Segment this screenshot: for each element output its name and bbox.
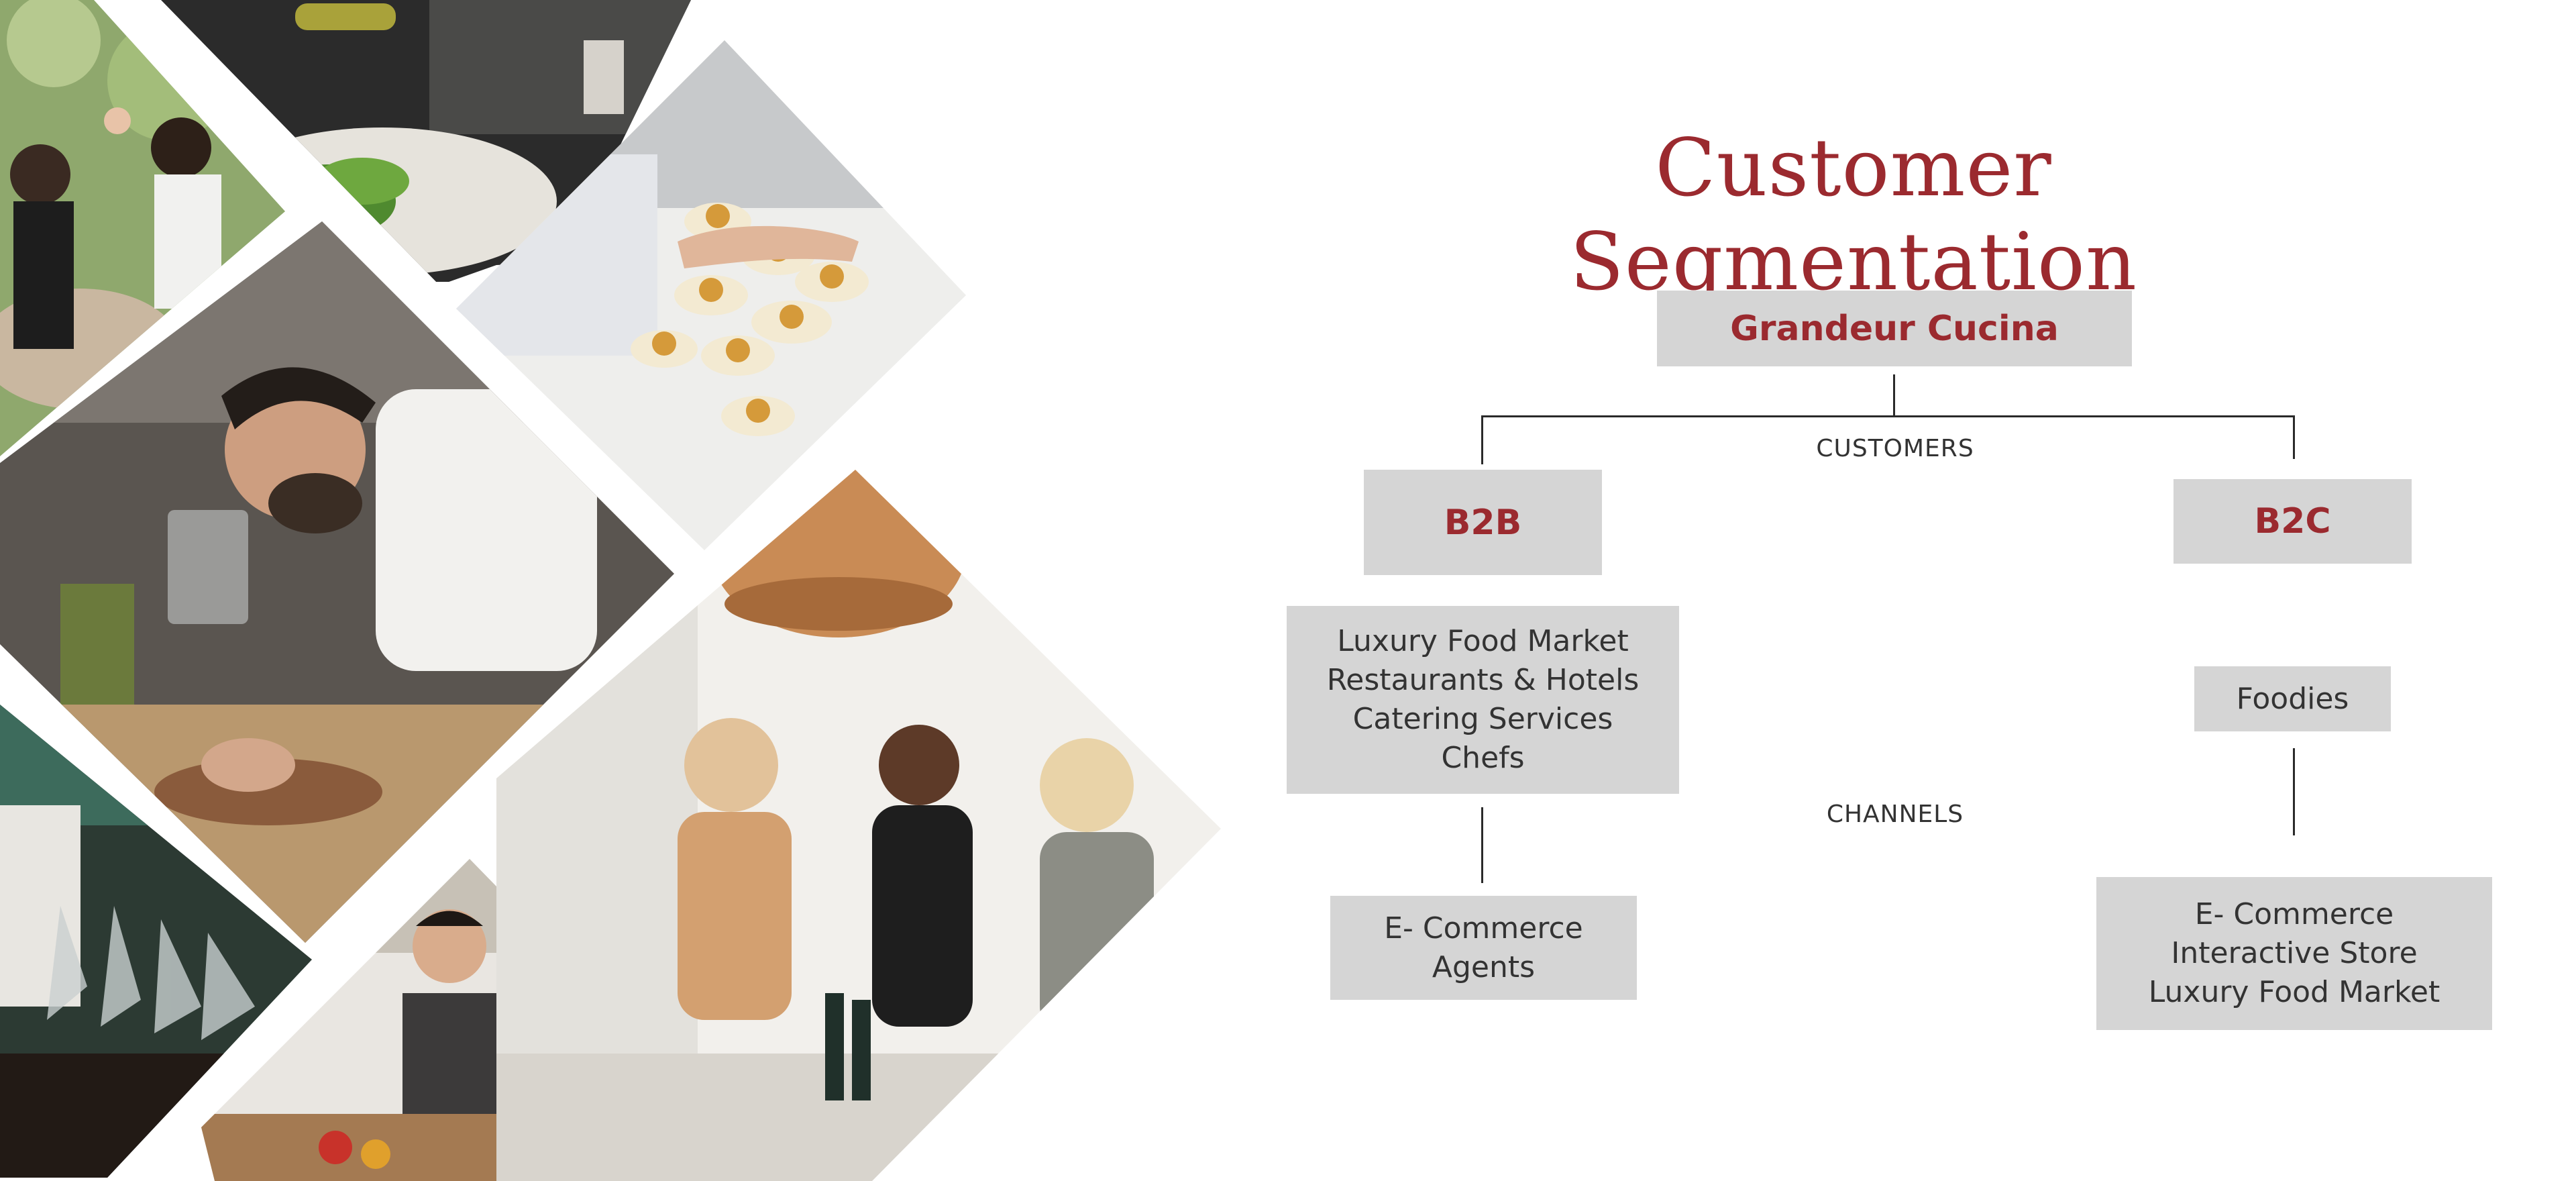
b2c-node: B2C: [2174, 479, 2412, 564]
b2c-customers-box: Foodies: [2194, 666, 2391, 731]
b2b-customer-item: Chefs: [1441, 741, 1525, 775]
b2b-customers-box: Luxury Food Market Restaurants & Hotels …: [1287, 606, 1679, 794]
b2b-customer-item: Catering Services: [1352, 702, 1613, 736]
connector-b2b-down: [1481, 415, 1483, 464]
photo-collage: [0, 0, 1241, 1181]
connector-horizontal: [1483, 415, 2294, 417]
b2c-channel-item: E- Commerce: [2194, 897, 2394, 931]
b2c-channels-box: E- Commerce Interactive Store Luxury Foo…: [2096, 877, 2492, 1030]
connector-b2c-channels: [2293, 748, 2295, 835]
b2c-customer-item: Foodies: [2236, 681, 2349, 716]
b2b-channel-item: E- Commerce: [1384, 911, 1583, 945]
connector-b2b-channels: [1481, 807, 1483, 883]
b2b-channels-box: E- Commerce Agents: [1330, 896, 1637, 1000]
root-label: Grandeur Cucina: [1730, 308, 2059, 349]
b2b-channel-item: Agents: [1432, 949, 1536, 984]
root-node: Grandeur Cucina: [1657, 291, 2132, 366]
channels-label: CHANNELS: [1826, 801, 1964, 828]
b2b-node: B2B: [1364, 470, 1602, 575]
b2c-channel-item: Luxury Food Market: [2148, 975, 2440, 1009]
b2b-customer-item: Restaurants & Hotels: [1326, 663, 1640, 697]
connector-root-down: [1893, 374, 1895, 417]
b2b-customer-item: Luxury Food Market: [1337, 624, 1629, 658]
customers-label: CUSTOMERS: [1816, 435, 1974, 462]
page-title: Customer Segmentation: [1570, 121, 2137, 308]
b2c-channel-item: Interactive Store: [2171, 936, 2418, 970]
connector-b2c-down: [2293, 415, 2295, 459]
b2b-label: B2B: [1444, 502, 1522, 543]
b2c-label: B2C: [2254, 501, 2331, 542]
